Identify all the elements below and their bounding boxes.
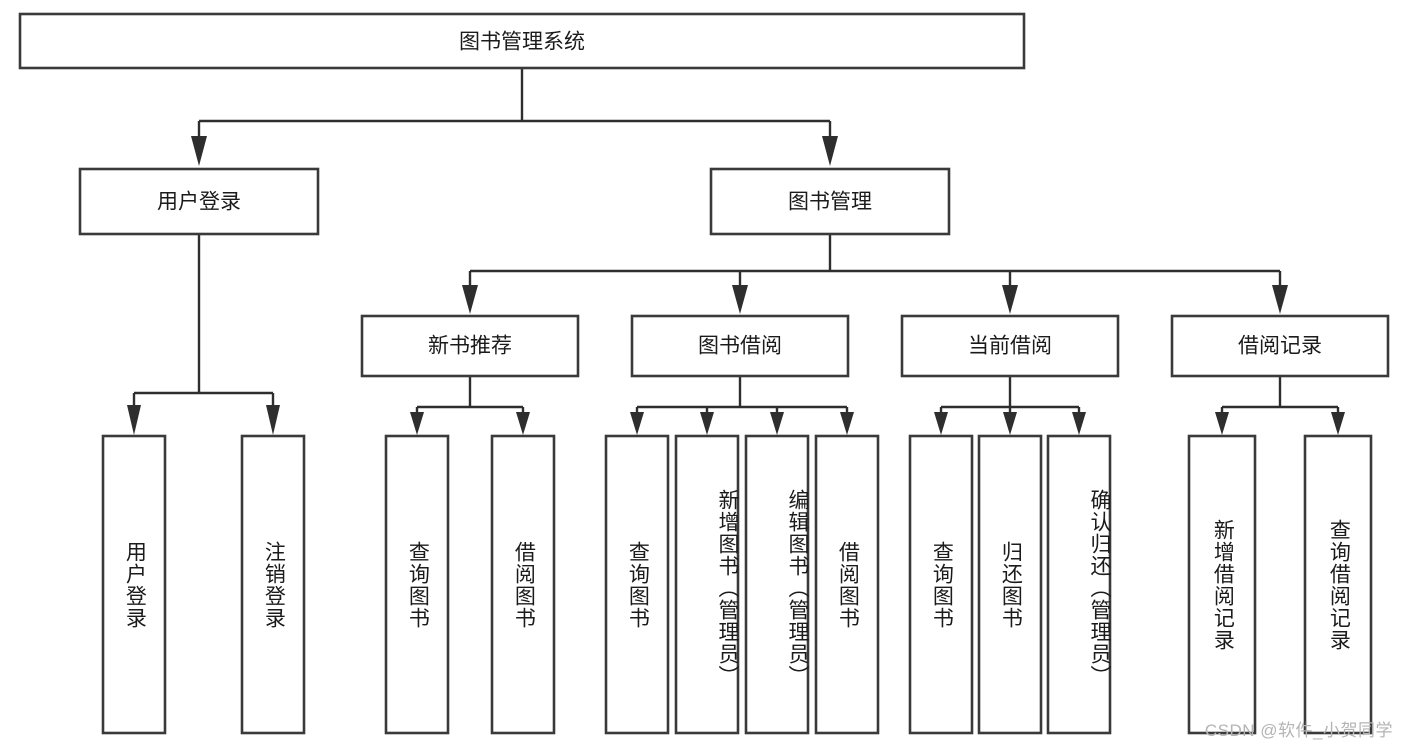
connector-group-current-borrow-to-leaves (934, 376, 1086, 435)
arrow-head-borrow-record (1272, 285, 1288, 314)
arrow-head-book-borrow (732, 285, 748, 314)
leaf-box-bb-add-book-admin[interactable] (674, 434, 740, 735)
node-book-borrow-label: 图书借阅 (698, 335, 782, 358)
node-root[interactable] (18, 12, 1026, 70)
leaf-box-nb-query-book[interactable] (384, 434, 450, 735)
leaf-box-cb-query-book[interactable] (908, 434, 974, 735)
connector-group-book-borrow-to-leaves (630, 376, 854, 435)
leaf-box-br-add-record[interactable] (1187, 434, 1257, 735)
arrow-head-cb-leaf-3 (1072, 412, 1086, 435)
arrow-head-cb-leaf-1 (934, 412, 948, 435)
arrow-head-current-borrow (1002, 285, 1018, 314)
node-new-book-recommend-label: 新书推荐 (428, 335, 512, 358)
arrow-head-nb-leaf-2 (516, 412, 530, 435)
leaf-box-user-login[interactable] (101, 434, 167, 735)
connector-group-user-login-to-leaves (127, 234, 280, 435)
node-root-label: 图书管理系统 (459, 31, 585, 54)
arrow-head-nb-leaf-1 (410, 412, 424, 435)
leaf-box-bb-borrow-book[interactable] (814, 434, 880, 735)
arrow-head-new-book (462, 285, 478, 314)
connector-group-new-book-to-leaves (410, 376, 530, 435)
arrow-head-bb-leaf-2 (700, 412, 714, 435)
node-new-book-recommend[interactable] (360, 314, 580, 378)
node-book-borrow[interactable] (630, 314, 850, 378)
leaf-box-bb-query-book[interactable] (604, 434, 670, 735)
arrow-head-cb-leaf-2 (1003, 412, 1017, 435)
arrow-head-bb-leaf-3 (770, 412, 784, 435)
arrow-head-bb-leaf-4 (840, 412, 854, 435)
arrow-head-user-login (191, 136, 207, 166)
leaf-box-cb-confirm-return-admin[interactable] (1046, 434, 1112, 735)
arrow-head-book-manage (822, 136, 838, 166)
node-current-borrow-label: 当前借阅 (968, 335, 1052, 358)
node-borrow-record[interactable] (1170, 314, 1390, 378)
connector-group-root-to-level2 (191, 68, 838, 166)
leaf-box-nb-borrow-book[interactable] (490, 434, 556, 735)
node-book-manage-label: 图书管理 (788, 191, 872, 214)
leaf-box-logout[interactable] (240, 434, 306, 735)
node-current-borrow[interactable] (900, 314, 1120, 378)
arrow-head-br-leaf-2 (1331, 412, 1345, 435)
leaf-box-br-query-record[interactable] (1303, 434, 1373, 735)
node-book-manage[interactable] (709, 167, 951, 236)
leaf-box-cb-return-book[interactable] (977, 434, 1043, 735)
node-borrow-record-label: 借阅记录 (1238, 335, 1322, 358)
node-user-login[interactable] (78, 167, 320, 236)
arrow-head-br-leaf-1 (1215, 412, 1229, 435)
watermark-text: CSDN @软件_小贺同学 (1204, 721, 1393, 740)
arrow-head-bb-leaf-1 (630, 412, 644, 435)
leaf-box-bb-edit-book-admin[interactable] (744, 434, 810, 735)
connector-group-book-manage-to-level3 (462, 234, 1288, 314)
connector-group-borrow-record-to-leaves (1215, 376, 1345, 435)
node-user-login-label: 用户登录 (157, 191, 241, 214)
arrow-head-leaf-user-login (127, 405, 141, 435)
arrow-head-leaf-logout (266, 405, 280, 435)
